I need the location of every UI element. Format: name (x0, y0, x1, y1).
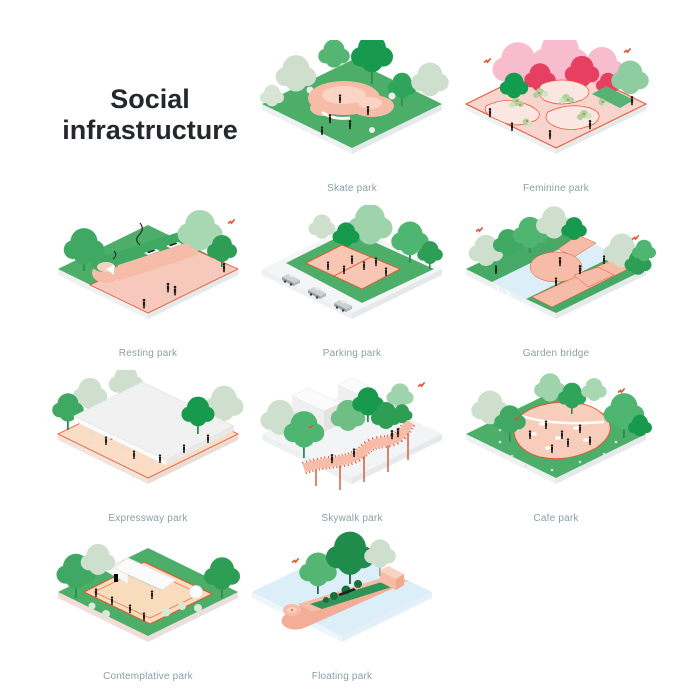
page-title-line2: infrastructure (62, 115, 238, 145)
contemplative-park-illustration (56, 543, 240, 642)
parking-park-illustration (262, 205, 443, 319)
skate-bowl (308, 81, 394, 120)
trees (308, 205, 443, 269)
contemplative-park-label: Contemplative park (103, 671, 193, 682)
park-cell-contemplative: Contemplative park (48, 528, 248, 682)
bird-icon (631, 234, 640, 241)
park-cell-cafe: Cafe park (456, 370, 656, 524)
skywalk (301, 418, 416, 490)
skate-park-illustration (260, 40, 449, 154)
bird-icon (483, 57, 492, 64)
skywalk-park-illustration (260, 377, 442, 490)
feminine-park-illustration (464, 40, 649, 154)
park-cell-parking: Parking park (252, 205, 452, 359)
cafe-park-label: Cafe park (533, 513, 579, 524)
bird-icon (227, 218, 236, 225)
trees (260, 40, 449, 107)
boat (281, 566, 408, 630)
trees-right (177, 210, 237, 267)
expressway-deck (73, 381, 235, 465)
expressway-park-illustration (52, 370, 244, 484)
park-cell-feminine: Feminine park (456, 40, 656, 194)
trees-left (63, 228, 105, 271)
page-title: Social infrastructure (40, 84, 260, 146)
pavilion-dome (189, 585, 203, 599)
bird-icon (475, 226, 484, 233)
house (103, 557, 177, 591)
trees (56, 543, 240, 598)
skywalk-park-label: Skywalk park (321, 513, 383, 524)
bird-icon (417, 381, 426, 388)
trees (492, 40, 649, 108)
garden-bridge-label: Garden bridge (522, 348, 590, 359)
feminine-park-label: Feminine park (523, 183, 589, 194)
shrubs (88, 602, 202, 618)
sport-courts (304, 244, 402, 290)
floating-park-illustration (252, 531, 432, 642)
bird-icon (623, 47, 632, 54)
resting-park-illustration (58, 210, 239, 319)
left-bank (466, 225, 582, 282)
park-cell-garden-bridge: Garden bridge (456, 205, 656, 359)
park-cell-skate: Skate park (252, 40, 452, 194)
bird-icon (291, 557, 300, 564)
grass-dots (498, 428, 618, 472)
pavilion (91, 222, 198, 283)
trees (260, 383, 414, 458)
trees (299, 531, 396, 594)
park-cell-expressway: Expressway park (48, 370, 248, 524)
cafe-park-illustration (466, 373, 652, 484)
trees-back (52, 370, 244, 430)
park-cell-resting: Resting park (48, 205, 248, 359)
bird-icon (617, 387, 626, 394)
trees (471, 373, 652, 442)
beds (144, 242, 182, 255)
expressway-park-label: Expressway park (108, 513, 188, 524)
floating-park-label: Floating park (311, 671, 373, 682)
resting-park-label: Resting park (118, 348, 178, 359)
tables (531, 422, 589, 450)
page-title-line1: Social (110, 84, 190, 114)
flower-shrubs (509, 88, 609, 127)
park-cell-skywalk: Skywalk park (252, 370, 452, 524)
trees-front (181, 396, 215, 434)
parking-park-label: Parking park (322, 348, 382, 359)
park-cell-floating: Floating park (242, 528, 442, 682)
skate-park-label: Skate park (327, 183, 377, 194)
trees (468, 206, 656, 275)
garden-bridge-illustration (466, 206, 656, 319)
